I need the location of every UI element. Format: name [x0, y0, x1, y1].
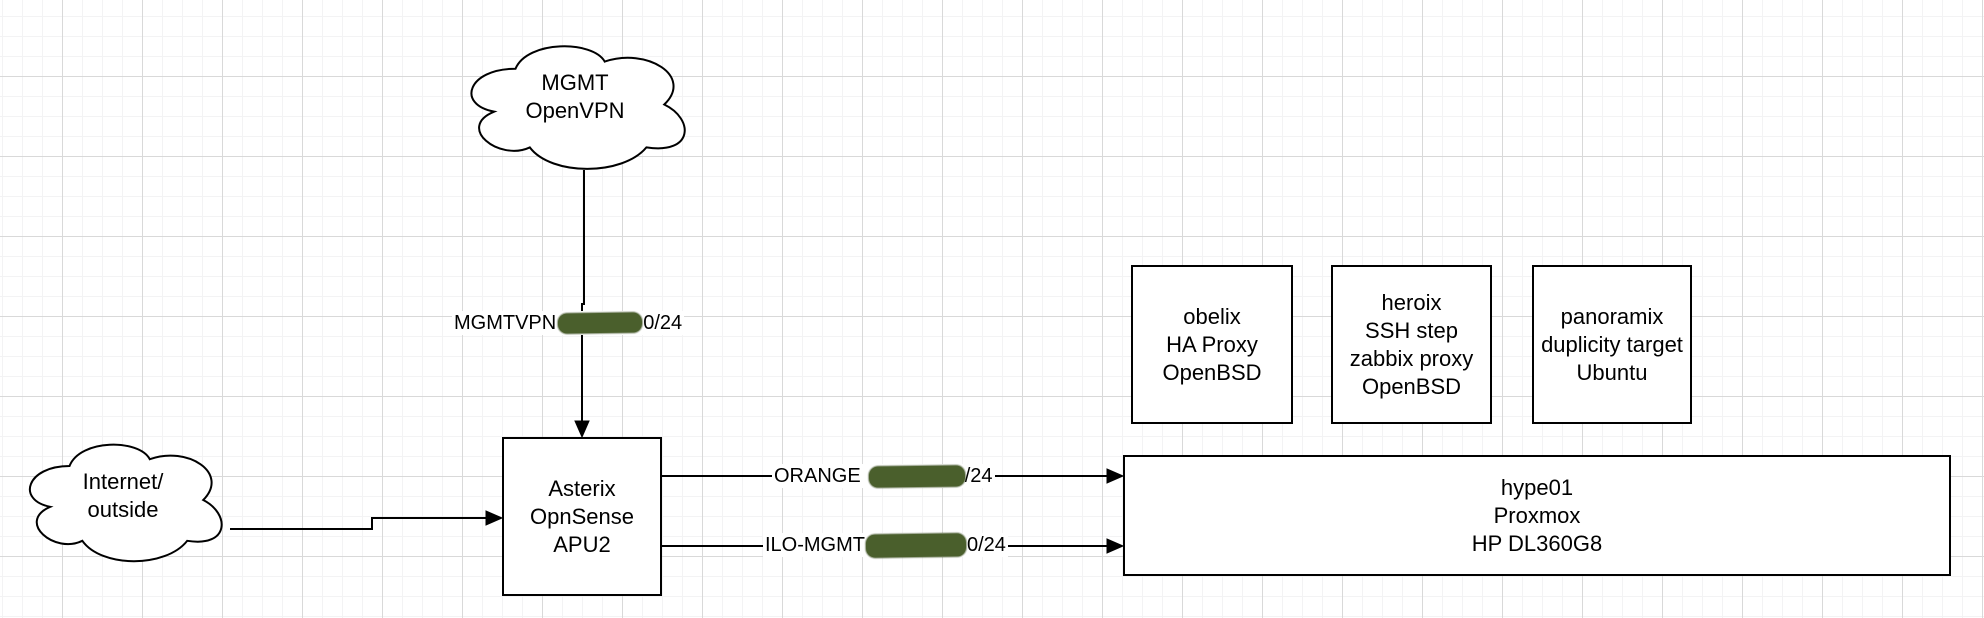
node-asterix: Asterix OpnSense APU2 [502, 437, 662, 596]
edge-mgmtvpn-connector [574, 170, 590, 439]
node-panoramix-line3: Ubuntu [1576, 359, 1648, 385]
node-heroix-line3: zabbix proxy [1349, 345, 1474, 371]
edge-label-mgmtvpn-prefix: MGMTVPN [454, 312, 557, 334]
node-panoramix-line2: duplicity target [1541, 331, 1683, 357]
node-hype01-line1: hype01 [1500, 474, 1574, 500]
node-heroix: heroix SSH step zabbix proxy OpenBSD [1331, 265, 1492, 424]
node-obelix-line3: OpenBSD [1162, 359, 1262, 385]
edge-label-mgmtvpn: MGMTVPN 0/24 [452, 311, 685, 335]
node-obelix: obelix HA Proxy OpenBSD [1131, 265, 1293, 424]
edge-label-mgmtvpn-suffix: 0/24 [643, 312, 683, 334]
edge-label-orange-prefix: ORANGE [774, 465, 861, 487]
edge-label-orange-suffix: /24 [964, 465, 993, 487]
node-obelix-line2: HA Proxy [1166, 331, 1258, 357]
redaction-bar-mgmtvpn-ip [558, 312, 643, 334]
node-hype01-line2: Proxmox [1493, 502, 1581, 528]
node-asterix-line2: OpnSense [530, 503, 634, 529]
node-asterix-line1: Asterix [548, 475, 616, 501]
node-panoramix: panoramix duplicity target Ubuntu [1532, 265, 1692, 424]
node-heroix-line2: SSH step [1365, 317, 1458, 343]
node-heroix-line4: OpenBSD [1361, 373, 1462, 399]
redaction-bar-ilo-mgmt-ip [865, 532, 967, 558]
cloud-internet-shape [30, 445, 222, 562]
edge-label-orange: ORANGE /24 [772, 464, 995, 488]
node-heroix-line1: heroix [1381, 289, 1442, 315]
edge-internet-connector [230, 510, 504, 530]
edge-label-ilo-mgmt-prefix: ILO-MGMT [765, 534, 865, 556]
redaction-bar-orange-ip [868, 464, 965, 488]
cloud-mgmt-shape [471, 46, 684, 169]
node-asterix-line3: APU2 [553, 531, 611, 557]
edge-label-ilo-mgmt-suffix: 0/24 [967, 534, 1006, 556]
node-hype01-line3: HP DL360G8 [1471, 530, 1603, 556]
node-hype01: hype01 Proxmox HP DL360G8 [1123, 455, 1951, 576]
edge-label-ilo-mgmt: ILO-MGMT 0/24 [763, 532, 1008, 558]
node-panoramix-line1: panoramix [1560, 303, 1664, 329]
node-obelix-line1: obelix [1183, 303, 1241, 329]
